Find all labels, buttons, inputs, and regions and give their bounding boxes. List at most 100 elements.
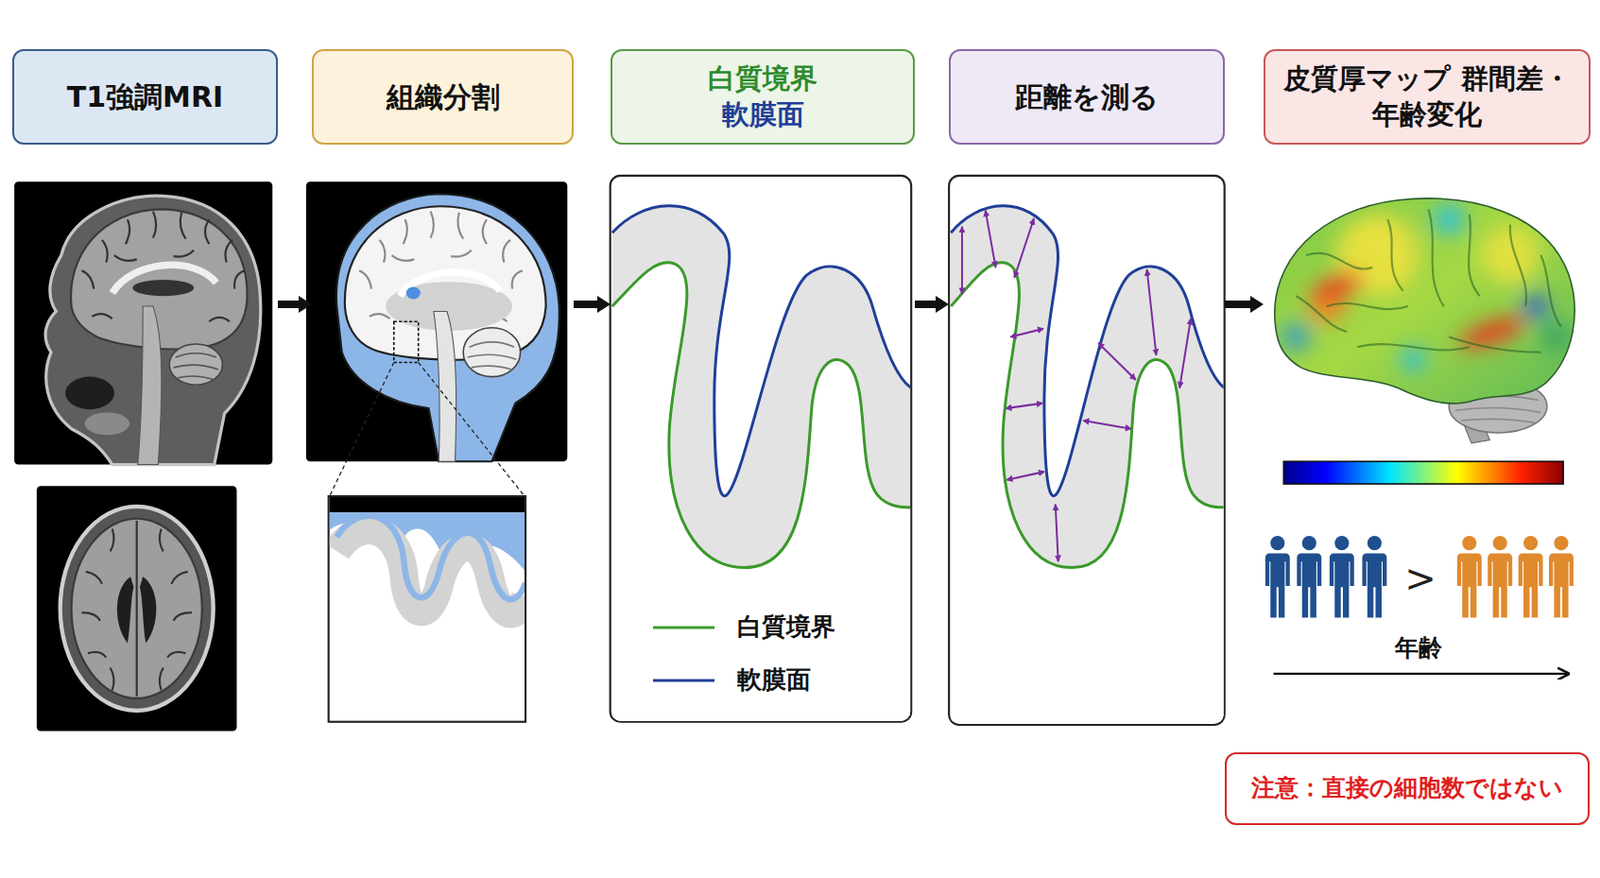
zoom-inset-part (418, 361, 525, 497)
group-figures-part (1361, 535, 1387, 618)
mri-sagittal-part (14, 181, 273, 465)
surface-panel-part-part (612, 206, 911, 722)
stage-column: 距離を測る (948, 49, 1225, 735)
legend-text: 白質境界 (737, 612, 836, 642)
distance-panel-part-part-part-part (1147, 269, 1157, 356)
distance-panel-part-part-part-part (1006, 471, 1045, 481)
mri-axial-part (136, 520, 138, 697)
segmentation-image-part (463, 327, 520, 378)
mri-axial-part (139, 576, 156, 643)
colorbar (1283, 461, 1564, 484)
segmentation-image (306, 181, 568, 462)
flow-arrow (914, 300, 936, 309)
mri-sagittal-part (173, 353, 220, 380)
zoom-inset-part-part (336, 516, 525, 600)
zoom-inset (328, 361, 526, 722)
age-axis-arrow (1273, 672, 1568, 674)
mri-axial-part (60, 506, 214, 711)
zoom-inset-part-part (336, 530, 525, 614)
distance-panel-part-part-part-part (1179, 318, 1191, 388)
group-figures-part (1296, 535, 1322, 618)
stage-title: 軟膜面 (722, 97, 805, 134)
thickness-brain-part-part (1281, 204, 1573, 372)
distance-panel-part (950, 206, 1223, 723)
comparison-sign: > (1404, 555, 1437, 602)
group-figures-part (1457, 535, 1482, 618)
surface-panel-part (612, 206, 911, 722)
mri-sagittal-part (45, 195, 261, 465)
mri-sagittal-part (65, 377, 115, 411)
age-axis-arrow-part (1273, 672, 1568, 675)
stage-title: 距離を測る (1015, 78, 1159, 116)
segmentation-image-part (336, 193, 560, 462)
flow-arrow (277, 300, 299, 309)
surface-panel (610, 175, 912, 723)
flow-arrow (1224, 300, 1251, 309)
mri-sagittal-part (70, 208, 247, 349)
segmentation-image-part (306, 181, 568, 462)
stage-column: 皮質厚マップ 群間差・年齢変化 (1263, 49, 1591, 735)
axis-label: 年齢 (1394, 634, 1443, 663)
mri-axial-part (117, 576, 134, 643)
stage-header: 距離を測る (948, 49, 1225, 145)
stage-header: T1強調MRI (12, 49, 278, 145)
group-figures-part (1548, 535, 1574, 618)
thickness-brain-part-part (1265, 189, 1583, 414)
thickness-brain-part (1274, 198, 1575, 404)
distance-panel-part (948, 175, 1225, 725)
note-frame: 注意：直接の細胞数ではない (1224, 752, 1590, 826)
segmentation-image-part (394, 321, 419, 362)
mri-axial (36, 485, 238, 731)
distance-panel (948, 175, 1225, 725)
mri-axial-part (71, 518, 203, 699)
zoom-inset-part (328, 496, 526, 723)
distance-panel-part-part-part-part (1005, 403, 1043, 409)
thickness-brain-part (1265, 189, 1583, 414)
surface-panel-part-part-part (612, 262, 911, 568)
mri-sagittal (14, 181, 273, 465)
mri-sagittal-part (112, 264, 217, 293)
zoom-inset-part (329, 497, 525, 614)
surface-panel-part (610, 175, 912, 723)
mri-sagittal-part (81, 211, 245, 323)
distance-panel-part-part-part-part (1010, 328, 1044, 338)
mri-sagittal-part (169, 344, 223, 385)
thickness-brain-part-part-part (1400, 346, 1426, 372)
surface-panel-part-part-part (612, 206, 911, 722)
legend-line-sample (653, 679, 715, 683)
note-text: 注意：直接の細胞数ではない (1251, 773, 1564, 805)
stage-title: 組織分割 (386, 78, 500, 116)
mri-axial-part (36, 485, 238, 731)
stage-title: 皮質厚マップ 群間差・年齢変化 (1274, 61, 1580, 133)
colorbar-part (1283, 461, 1564, 484)
mri-sagittal-part (132, 279, 194, 296)
group-figures-part (1265, 535, 1291, 618)
stage-header: 皮質厚マップ 群間差・年齢変化 (1263, 49, 1591, 145)
note-box: 注意：直接の細胞数ではない (1224, 752, 1590, 826)
mri-sagittal-part (137, 306, 162, 465)
segmentation-image-part (467, 342, 517, 370)
mri-sagittal-part (85, 412, 131, 435)
thickness-brain-part-part (1295, 208, 1562, 352)
thickness-brain (1265, 189, 1583, 444)
surface-panel-part-part-part (612, 262, 911, 722)
segmentation-image-part (406, 287, 421, 300)
distance-panel-part-part-part-part (1014, 218, 1034, 278)
distance-panel-part-part-part-part (961, 226, 964, 294)
distance-panel-part-part-part-part (985, 210, 997, 268)
legend-line-sample (653, 626, 715, 630)
stage-header: 組織分割 (311, 49, 574, 145)
stage-title: T1強調MRI (67, 78, 224, 116)
thickness-brain-part-part-part (1433, 204, 1464, 235)
distance-panel-part-part-part (962, 210, 1191, 563)
distance-panel-part-part-part-part (1098, 343, 1136, 380)
zoom-inset-part-part (329, 497, 525, 513)
stage-column: 組織分割 (311, 49, 574, 735)
distance-panel-part-part-part (950, 206, 1223, 723)
stage-title: 白質境界 (707, 61, 818, 98)
group-figures-part (1487, 535, 1513, 618)
stage-header: 白質境界軟膜面 (610, 49, 915, 145)
distance-panel-part-part-part-part (1083, 420, 1131, 430)
stage-column: T1強調MRI (12, 49, 278, 735)
